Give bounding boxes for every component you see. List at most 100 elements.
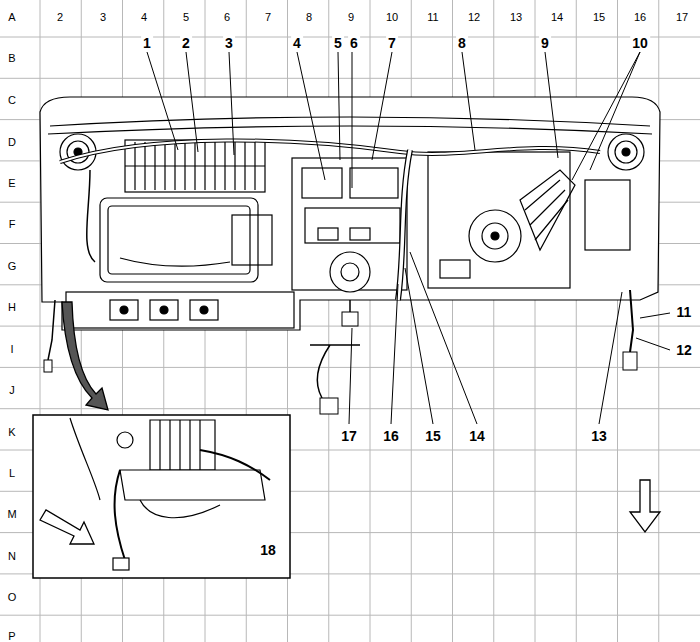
- grid-row-letter: F: [7, 218, 18, 231]
- grid-row-letter: L: [7, 467, 17, 480]
- leader-line: [229, 52, 234, 155]
- grid-line: [411, 0, 412, 642]
- leader-line: [405, 268, 433, 424]
- callout-number: 15: [423, 428, 443, 444]
- grid-column-number: 16: [632, 11, 648, 24]
- instrument-panel: [608, 134, 644, 170]
- view-arrow: [40, 302, 660, 544]
- instrument-panel: [482, 223, 508, 249]
- leader-line: [338, 52, 340, 160]
- instrument-panel: [110, 300, 138, 320]
- leader-line: [410, 252, 477, 424]
- grid-row-letter: J: [7, 384, 17, 397]
- grid-column-number: 9: [346, 11, 356, 24]
- grid-row-letter: B: [6, 52, 17, 65]
- detail-inset: [160, 420, 200, 470]
- grid-column-number: 12: [466, 11, 482, 24]
- view-arrow: [62, 302, 108, 410]
- instrument-panel: [48, 126, 652, 134]
- callout-number: 13: [589, 428, 609, 444]
- grid-row-letter: G: [6, 260, 19, 273]
- callout-number: 3: [223, 35, 235, 51]
- detail-inset: [33, 415, 290, 578]
- instrument-panel: [100, 198, 258, 282]
- leader-line: [352, 52, 353, 188]
- detail-inset: [140, 500, 220, 518]
- callout-number: 5: [332, 35, 344, 51]
- grid-column-number: 8: [304, 11, 314, 24]
- grid-column-number: 11: [425, 11, 440, 24]
- instrument-panel: [302, 168, 342, 198]
- grid-line: [0, 615, 700, 616]
- view-arrow: [630, 480, 660, 532]
- instrument-panel: [50, 117, 650, 126]
- instrument-panel: [622, 148, 630, 156]
- leader-line: [462, 52, 475, 150]
- grid-row-letter: K: [6, 426, 17, 439]
- instrument-panel: [125, 140, 265, 192]
- grid-row-letter: C: [6, 94, 18, 107]
- grid-column-number: 13: [508, 11, 524, 24]
- callout-number: 11: [675, 304, 694, 320]
- grid-row-letter: M: [5, 508, 18, 521]
- instrument-panel: [330, 252, 370, 292]
- callout-number: 16: [381, 428, 401, 444]
- wiring-harness: [87, 170, 95, 262]
- grid-line: [328, 0, 329, 642]
- instrument-panel: [40, 97, 660, 330]
- wiring-harness: [320, 398, 338, 414]
- grid-line: [658, 0, 659, 642]
- instrument-panel: [469, 210, 521, 262]
- wiring-harness: [60, 140, 600, 162]
- grid-row-letter: I: [8, 343, 15, 356]
- grid-row-letter: D: [6, 136, 18, 149]
- instrument-panel: [200, 306, 208, 314]
- instrument-panel: [525, 180, 568, 240]
- wiring-harness: [44, 360, 52, 372]
- callout-number: 18: [258, 542, 278, 558]
- grid-column-number: 17: [674, 11, 690, 24]
- leader-line: [297, 52, 325, 180]
- wiring-harness: [342, 312, 358, 326]
- leader-line: [372, 52, 392, 160]
- detail-inset: [120, 470, 265, 500]
- detail-inset: [200, 450, 270, 480]
- wiring-harness: [60, 140, 600, 162]
- instrument-panel: [108, 206, 250, 274]
- instrument-panel: [491, 232, 499, 240]
- instrument-panel: [120, 258, 230, 266]
- grid-line: [452, 0, 453, 642]
- instrument-panel: [190, 300, 218, 320]
- callout-number: 4: [291, 35, 303, 51]
- instrument-panel: [66, 292, 294, 328]
- instrument-panel: [350, 168, 398, 198]
- instrument-panel: [232, 215, 272, 265]
- leader-line: [590, 52, 640, 170]
- instrument-panel: [520, 170, 575, 250]
- instrument-panel: [305, 208, 400, 243]
- instrument-panel: [160, 306, 168, 314]
- instrument-panel: [440, 260, 470, 278]
- instrument-panel: [428, 152, 570, 288]
- instrument-panel: [40, 97, 660, 330]
- grid-column-number: 3: [98, 11, 108, 24]
- grid-column-number: 4: [139, 11, 149, 24]
- leader-line: [545, 52, 558, 158]
- grid-row-letter: H: [6, 301, 18, 314]
- wiring-harness: [44, 140, 637, 414]
- leader-line: [636, 338, 670, 350]
- grid-column-number: 6: [222, 11, 232, 24]
- grid-column-number: 10: [384, 11, 400, 24]
- grid-line: [0, 367, 700, 368]
- leader-line: [640, 313, 670, 318]
- leader-line: [147, 52, 178, 150]
- callout-number: 2: [180, 35, 192, 51]
- detail-inset: [115, 470, 125, 560]
- callout-number: 9: [539, 35, 551, 51]
- wiring-harness: [310, 345, 360, 398]
- wiring-harness: [623, 352, 637, 370]
- callout-number: 7: [386, 35, 398, 51]
- detail-inset: [113, 558, 129, 570]
